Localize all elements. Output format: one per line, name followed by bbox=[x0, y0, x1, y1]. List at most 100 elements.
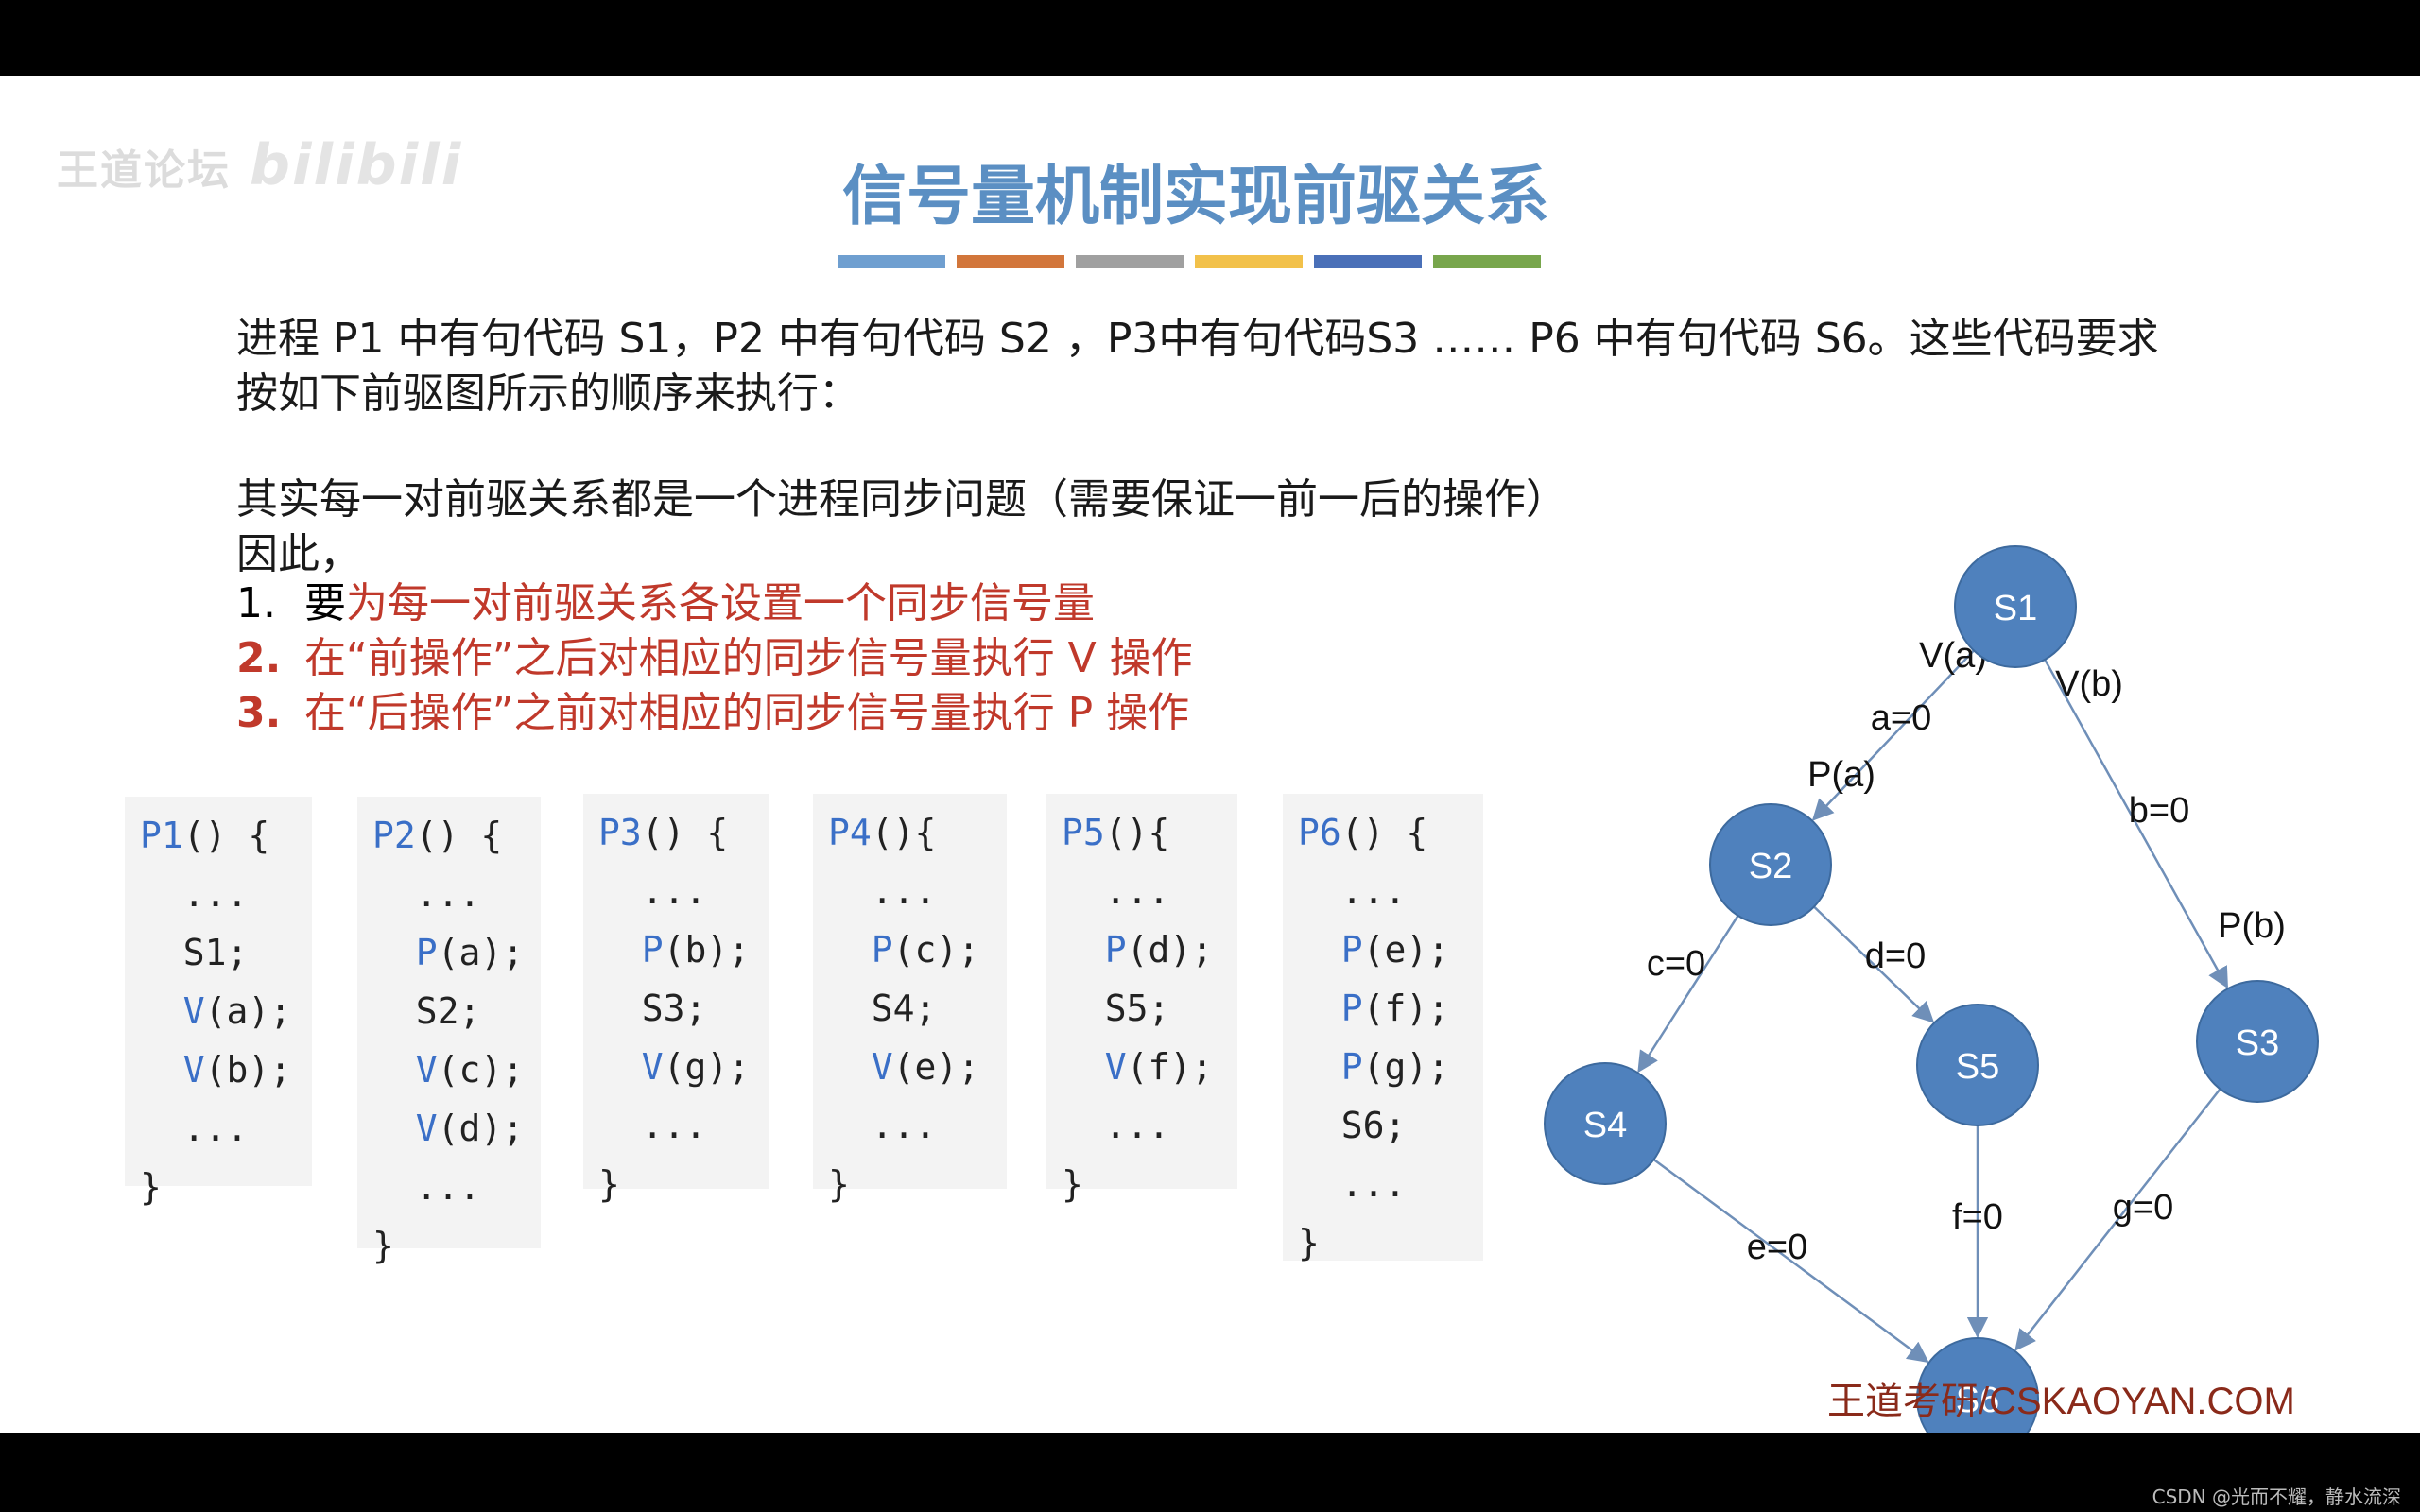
edge-s1-s3 bbox=[2044, 659, 2228, 989]
code-line: } bbox=[828, 1163, 850, 1205]
code-line: } bbox=[372, 1225, 394, 1266]
code-line: P(a); bbox=[415, 932, 525, 973]
edge-s3-s6 bbox=[2014, 1088, 2221, 1351]
node-s5: S5 bbox=[1916, 1004, 2039, 1126]
code-block-p4: P4(){ ... P(c); S4; V(e); ...} bbox=[813, 794, 1007, 1205]
intro-line-1: 进程 P1 中有句代码 S1，P2 中有句代码 S2 ，P3中有句代码S3 ……… bbox=[236, 315, 2159, 363]
edge-label: V(b) bbox=[2055, 664, 2123, 704]
rule-item-3: 3. 在“后操作”之前对相应的同步信号量执行 P 操作 bbox=[236, 689, 1190, 737]
code-block-p2: P2() { ... P(a); S2; V(c); V(d); ...} bbox=[357, 797, 541, 1266]
code-line: P(d); bbox=[1104, 929, 1214, 971]
svg-text:S6: S6 bbox=[1956, 1381, 1999, 1420]
code-line: } bbox=[1062, 1163, 1083, 1205]
code-line: ... bbox=[641, 870, 707, 912]
code-line: ... bbox=[1104, 1105, 1170, 1146]
edge-s2-s4 bbox=[1637, 915, 1739, 1074]
stripe-6 bbox=[1433, 255, 1541, 268]
edge-s1-s2 bbox=[1811, 649, 1975, 821]
node-s4: S4 bbox=[1544, 1062, 1667, 1185]
slide-title: 信号量机制实现前驱关系 bbox=[841, 160, 1549, 234]
edge-label: f=0 bbox=[1952, 1197, 2003, 1237]
code-line: P1() { bbox=[140, 815, 270, 856]
code-line: ... bbox=[415, 873, 481, 915]
code-line: V(c); bbox=[415, 1049, 525, 1091]
rule-item-2: 2. 在“前操作”之后对相应的同步信号量执行 V 操作 bbox=[236, 634, 1193, 682]
code-line: ... bbox=[1340, 1163, 1407, 1205]
svg-text:S4: S4 bbox=[1583, 1106, 1627, 1145]
code-line: } bbox=[598, 1163, 620, 1205]
code-line: P(c); bbox=[871, 929, 980, 971]
intro-paragraph: 进程 P1 中有句代码 S1，P2 中有句代码 S2 ，P3中有句代码S3 ……… bbox=[236, 312, 2174, 421]
intro-line-2: 按如下前驱图所示的顺序来执行： bbox=[236, 369, 860, 418]
code-line: P(b); bbox=[641, 929, 751, 971]
code-line: ... bbox=[415, 1166, 481, 1208]
stripe-4 bbox=[1195, 255, 1303, 268]
code-line: P2() { bbox=[372, 815, 503, 856]
stripe-1 bbox=[838, 255, 945, 268]
code-line: ... bbox=[641, 1105, 707, 1146]
edge-label: P(b) bbox=[2218, 906, 2286, 946]
node-s6: S6 bbox=[1916, 1337, 2039, 1433]
stripe-5 bbox=[1314, 255, 1422, 268]
code-line: S6; bbox=[1340, 1105, 1407, 1146]
code-line: V(f); bbox=[1104, 1046, 1214, 1088]
code-block-p3: P3() { ... P(b); S3; V(g); ...} bbox=[583, 794, 769, 1205]
edge-label: e=0 bbox=[1747, 1228, 1807, 1267]
edge-label: c=0 bbox=[1647, 944, 1705, 984]
code-line: S5; bbox=[1104, 988, 1170, 1029]
footer-brand: 王道考研/CSKAOYAN.COM bbox=[1827, 1381, 2295, 1422]
code-line: } bbox=[140, 1166, 162, 1208]
svg-text:S2: S2 bbox=[1749, 847, 1792, 886]
code-line: S2; bbox=[415, 990, 481, 1032]
code-line: V(a); bbox=[182, 990, 292, 1032]
rules-list: 1. 要为每一对前驱关系各设置一个同步信号量 2. 在“前操作”之后对相应的同步… bbox=[236, 576, 1193, 741]
code-block-p6: P6() { ... P(e); P(f); P(g); S6; ...} bbox=[1283, 794, 1483, 1263]
csdn-watermark: CSDN @光而不耀，静水流深 bbox=[2152, 1486, 2401, 1508]
code-line: ... bbox=[871, 1105, 937, 1146]
edge-label: b=0 bbox=[2129, 791, 2189, 831]
stripe-3 bbox=[1076, 255, 1184, 268]
code-line: P5(){ bbox=[1062, 812, 1170, 853]
edge-label: P(a) bbox=[1807, 755, 1876, 795]
node-s3: S3 bbox=[2196, 980, 2319, 1103]
code-block-p5: P5(){ ... P(d); S5; V(f); ...} bbox=[1046, 794, 1237, 1205]
code-line: } bbox=[1298, 1222, 1320, 1263]
edge-label: a=0 bbox=[1871, 698, 1931, 738]
code-line: ... bbox=[1104, 870, 1170, 912]
code-line: ... bbox=[182, 873, 249, 915]
svg-text:S5: S5 bbox=[1956, 1047, 1999, 1087]
rule-item-1: 1. 要为每一对前驱关系各设置一个同步信号量 bbox=[236, 579, 1095, 627]
code-line: P4(){ bbox=[828, 812, 937, 853]
sync-paragraph: 其实每一对前驱关系都是一个进程同步问题（需要保证一前一后的操作） 因此， bbox=[236, 472, 1749, 582]
code-line: V(d); bbox=[415, 1108, 525, 1149]
node-s2: S2 bbox=[1709, 803, 1832, 926]
code-line: P(g); bbox=[1340, 1046, 1450, 1088]
code-line: P(f); bbox=[1340, 988, 1450, 1029]
code-line: S1; bbox=[182, 932, 249, 973]
code-line: ... bbox=[871, 870, 937, 912]
code-line: V(b); bbox=[182, 1049, 292, 1091]
code-line: P(e); bbox=[1340, 929, 1450, 971]
code-line: P3() { bbox=[598, 812, 729, 853]
title-underline-stripes bbox=[838, 255, 1541, 268]
svg-text:S3: S3 bbox=[2236, 1023, 2279, 1063]
edge-s2-s5 bbox=[1813, 905, 1935, 1023]
code-line: S4; bbox=[871, 988, 937, 1029]
code-line: V(g); bbox=[641, 1046, 751, 1088]
code-line: ... bbox=[1340, 870, 1407, 912]
code-block-p1: P1() { ... S1; V(a); V(b); ...} bbox=[125, 797, 312, 1208]
code-line: S3; bbox=[641, 988, 707, 1029]
svg-text:S1: S1 bbox=[1994, 589, 2037, 628]
sync-line-2: 因此， bbox=[236, 530, 361, 578]
edge-s4-s6 bbox=[1652, 1159, 1929, 1364]
node-s1: S1 bbox=[1954, 545, 2077, 668]
code-line: P6() { bbox=[1298, 812, 1428, 853]
sync-line-1: 其实每一对前驱关系都是一个进程同步问题（需要保证一前一后的操作） bbox=[236, 475, 1567, 524]
code-line: V(e); bbox=[871, 1046, 980, 1088]
edge-label: d=0 bbox=[1865, 936, 1926, 976]
stripe-2 bbox=[957, 255, 1064, 268]
code-line: ... bbox=[182, 1108, 249, 1149]
